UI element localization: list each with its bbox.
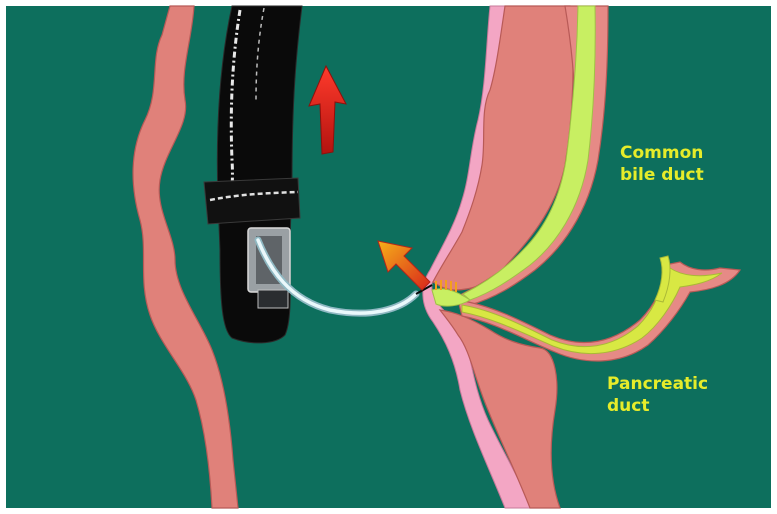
common-bile-duct-label-2: bile duct — [620, 165, 704, 185]
common-bile-duct-label: Common — [620, 143, 703, 163]
endoscope-band — [204, 178, 300, 224]
pancreatic-duct-label: Pancreatic — [607, 374, 708, 394]
pancreatic-duct-label-2: duct — [607, 396, 649, 416]
